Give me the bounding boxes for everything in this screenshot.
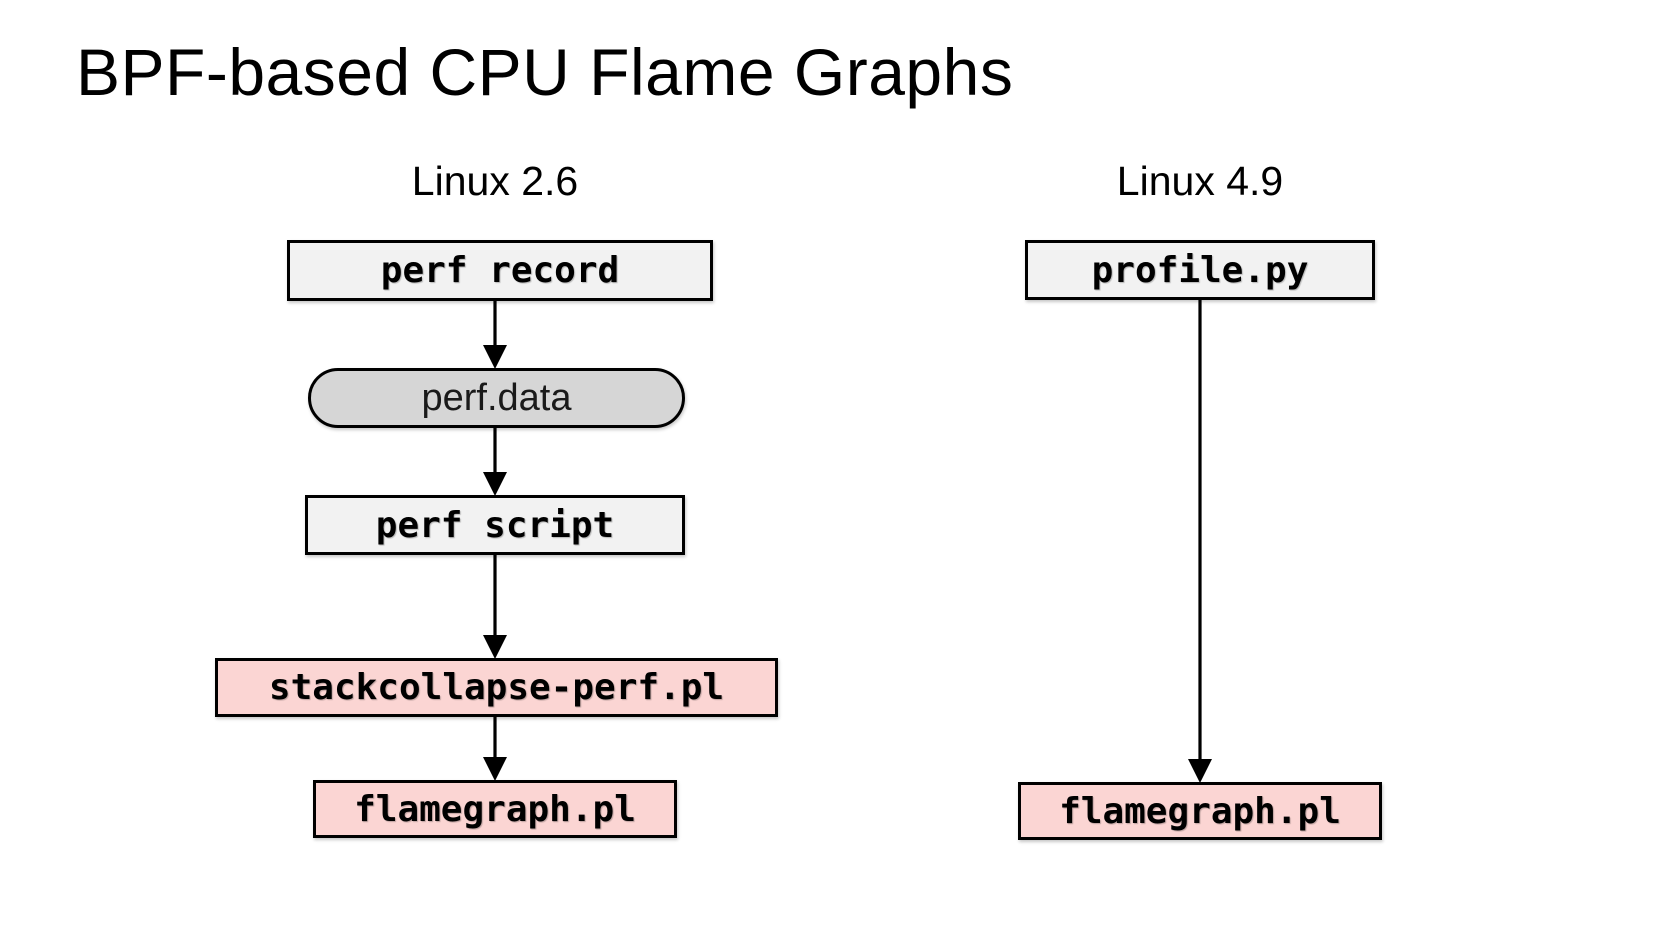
arrow-perf-record-to-perf-data: [483, 300, 507, 369]
node-flamegraph-pl-right: flamegraph.pl: [1018, 782, 1382, 840]
node-profile-py: profile.py: [1025, 240, 1375, 300]
page-title: BPF-based CPU Flame Graphs: [76, 35, 1014, 109]
arrow-profile-py-to-flamegraph: [1188, 300, 1212, 783]
node-perf-data: perf.data: [308, 368, 685, 428]
arrow-perf-data-to-perf-script: [483, 428, 507, 496]
column-header-linux-4-9: Linux 4.9: [1116, 158, 1284, 204]
node-perf-record: perf record: [287, 240, 713, 301]
node-stackcollapse-perf-pl: stackcollapse-perf.pl: [215, 658, 778, 717]
arrow-stackcollapse-to-flamegraph: [483, 717, 507, 781]
node-flamegraph-pl-left: flamegraph.pl: [313, 780, 677, 838]
arrow-perf-script-to-stackcollapse: [483, 555, 507, 659]
node-perf-script: perf script: [305, 495, 685, 555]
column-header-linux-2-6: Linux 2.6: [411, 158, 579, 204]
